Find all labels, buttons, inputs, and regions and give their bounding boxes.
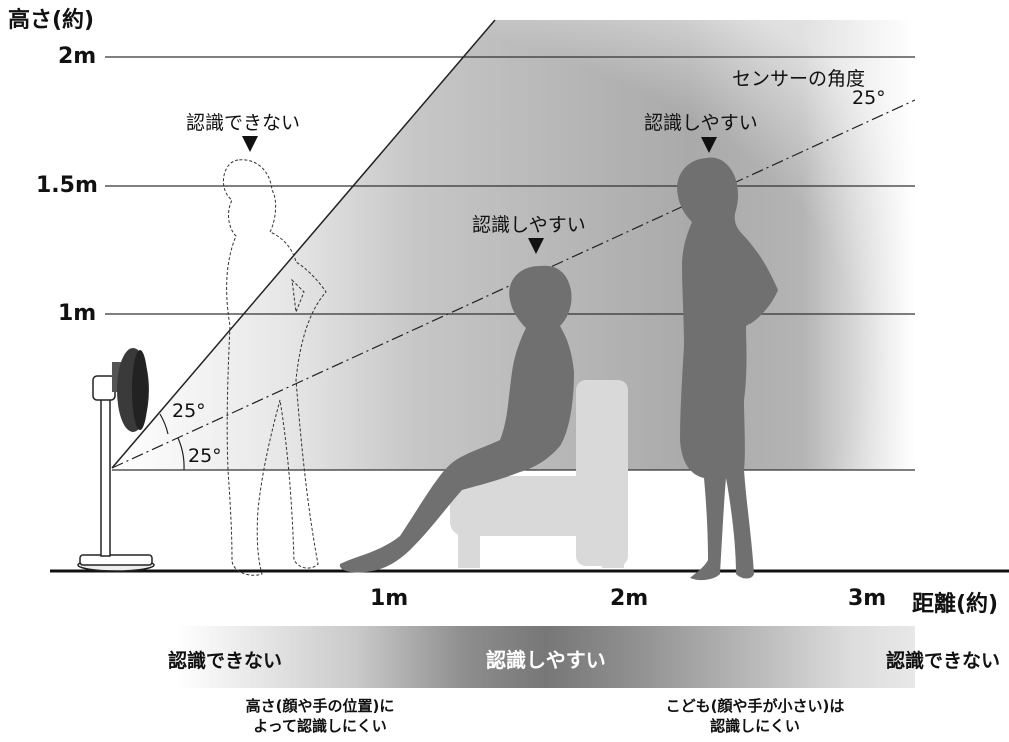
undetected-person-outline (223, 159, 327, 576)
note-left-line2: よって認識しにくい (253, 717, 387, 735)
band-center-label: 認識しやすい (486, 648, 606, 672)
y-axis-title: 高さ(約) (8, 8, 95, 33)
fan-icon (77, 348, 155, 572)
note-right-line2: 認識しにくい (710, 717, 800, 735)
upper-angle-arc (159, 413, 169, 435)
band-right-label: 認識できない (886, 650, 1001, 672)
x-axis-title: 距離(約) (912, 592, 999, 617)
detection-band (95, 626, 915, 688)
note-right: こども(顔や手が小さい)は 認識しにくい (630, 696, 880, 736)
standing-arm-silhouette (742, 240, 778, 324)
note-left-line1: 高さ(顔や手の位置)に (245, 697, 395, 715)
marker-triangle-standing (701, 137, 717, 153)
chair-icon (450, 380, 628, 568)
x-tick-1m: 1m (370, 586, 409, 611)
sensor-angle-value: 25° (852, 87, 886, 109)
label-easy-detect-standing: 認識しやすい (644, 112, 758, 134)
lower-angle-label: 25° (188, 445, 222, 467)
marker-triangle-seated (528, 238, 544, 254)
label-cannot-detect: 認識できない (186, 112, 301, 134)
marker-triangle-undetected (242, 136, 258, 152)
label-easy-detect-seated: 認識しやすい (472, 214, 586, 236)
band-left-label: 認識できない (168, 650, 283, 672)
x-tick-2m: 2m (610, 586, 649, 611)
x-tick-3m: 3m (848, 586, 887, 611)
upper-angle-label: 25° (172, 400, 206, 422)
cone-upper-edge (111, 19, 496, 469)
seated-person-silhouette (339, 265, 574, 573)
sensor-angle-title: センサーの角度 (732, 68, 866, 90)
y-tick-2m: 2m (58, 44, 97, 69)
note-right-line1: こども(顔や手が小さい)は (665, 697, 845, 715)
note-left: 高さ(顔や手の位置)に よって認識しにくい (205, 696, 435, 736)
undetected-arm-outline (291, 278, 305, 313)
y-tick-1m: 1m (58, 301, 97, 326)
y-tick-1.5m: 1.5m (36, 173, 98, 198)
lower-angle-arc (177, 437, 185, 471)
